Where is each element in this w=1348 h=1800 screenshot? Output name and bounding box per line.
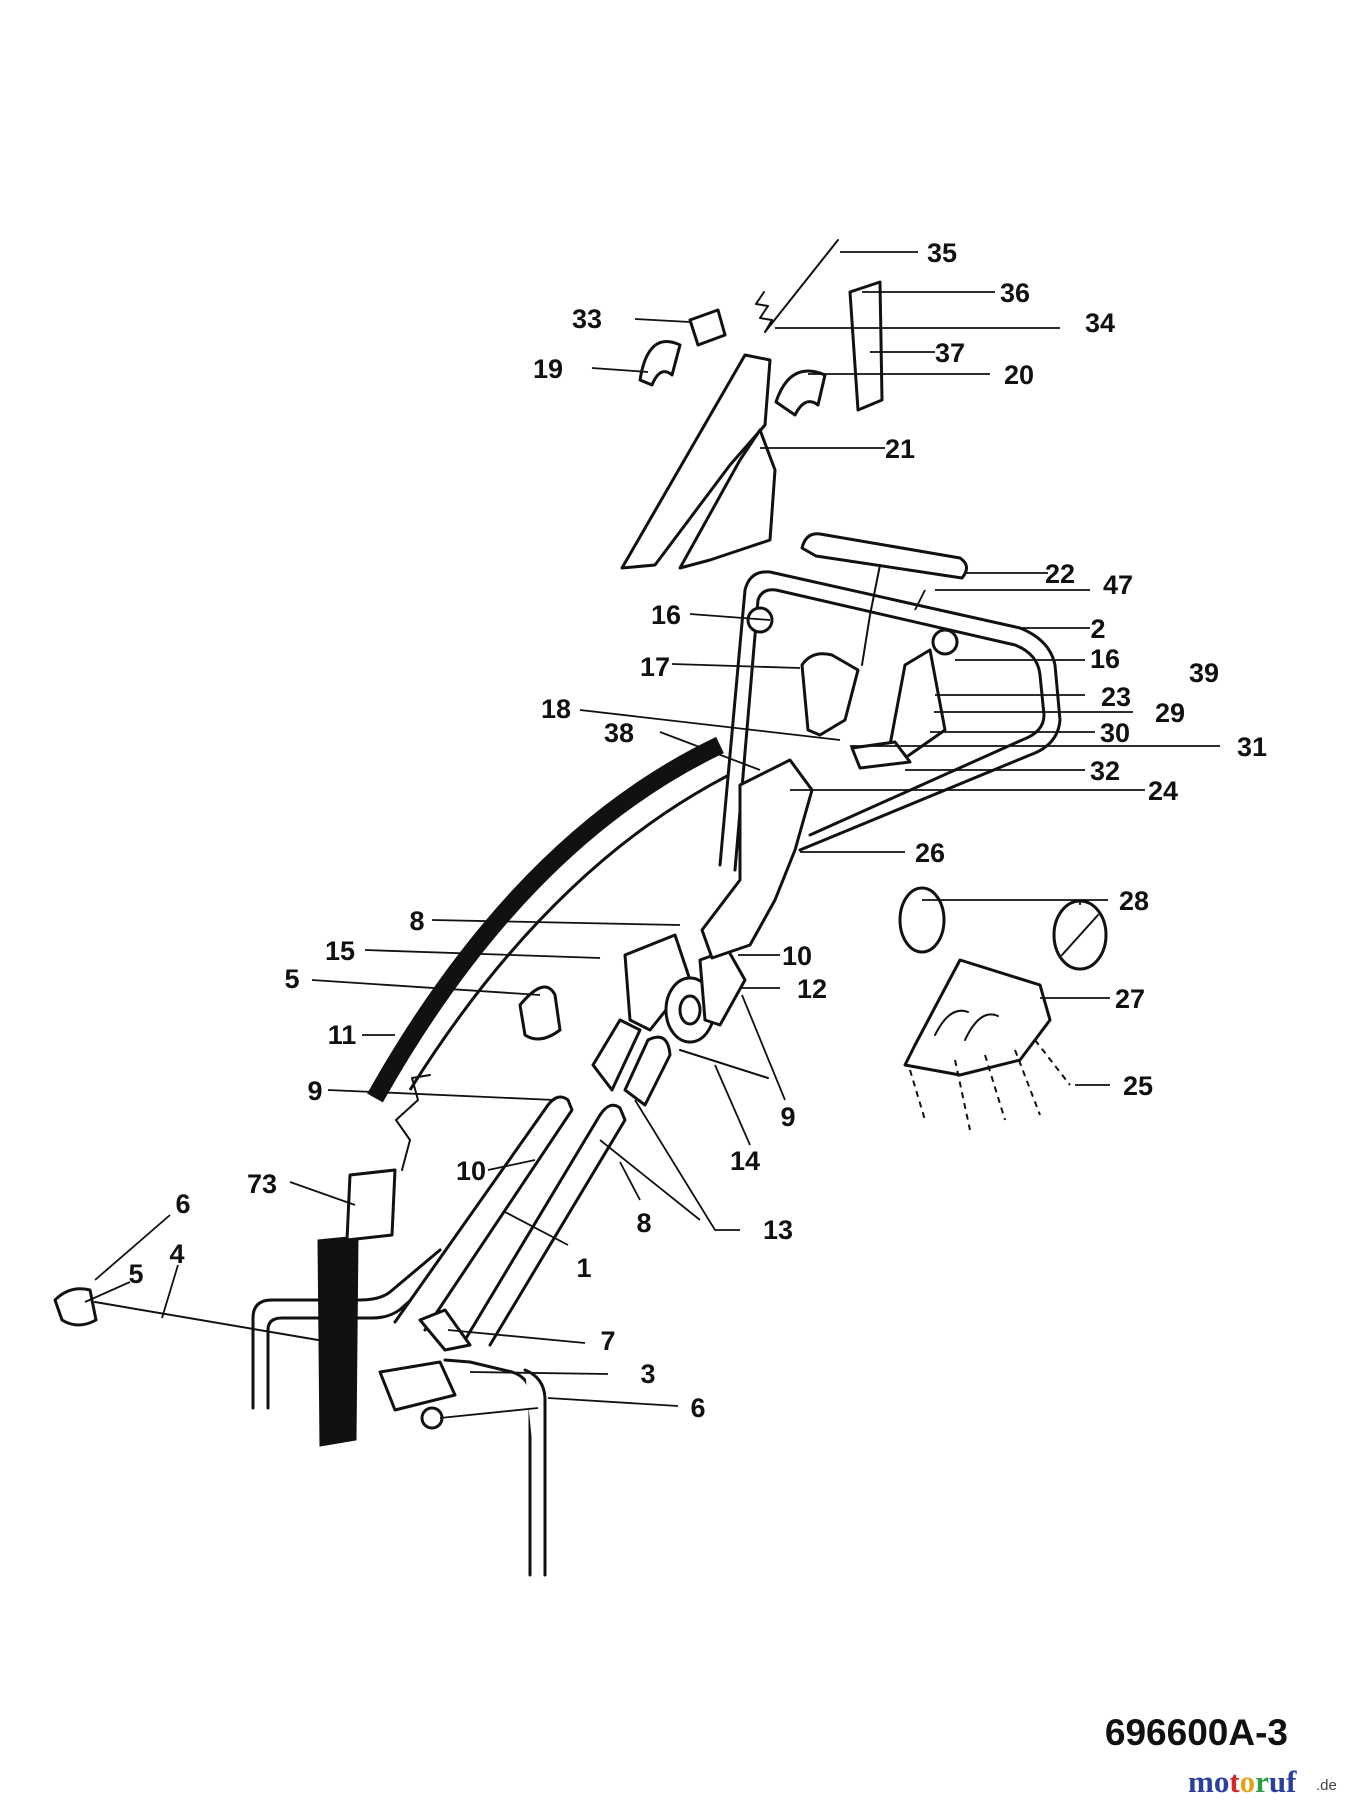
- leader-lines: [84, 251, 1220, 1419]
- callout-31: 31: [1237, 732, 1267, 762]
- brand-suffix: .de: [1316, 1777, 1337, 1794]
- svg-text:motoruf: motoruf: [1188, 1764, 1297, 1799]
- callout-6-bottom: 6: [690, 1393, 705, 1423]
- callout-3: 3: [640, 1359, 655, 1389]
- diagram-reference-number: 696600A-3: [1105, 1712, 1288, 1753]
- callout-21: 21: [885, 434, 915, 464]
- parts-drawing: [53, 239, 1108, 1577]
- callout-5-bottom: 5: [128, 1259, 143, 1289]
- callout-25: 25: [1123, 1071, 1153, 1101]
- callout-13: 13: [763, 1215, 793, 1245]
- callout-29: 29: [1155, 698, 1185, 728]
- callout-47: 47: [1103, 570, 1133, 600]
- callout-6-left: 6: [175, 1189, 190, 1219]
- callout-11: 11: [328, 1020, 357, 1050]
- callout-4: 4: [169, 1239, 184, 1269]
- callout-30: 30: [1100, 718, 1130, 748]
- callout-2: 2: [1090, 614, 1105, 644]
- callout-18: 18: [541, 694, 571, 724]
- callout-32: 32: [1090, 756, 1120, 786]
- callout-labels: 35 36 33 34 37 19 20 21 22 47 16 2 16 17…: [128, 238, 1267, 1423]
- callout-14: 14: [730, 1146, 760, 1176]
- callout-73: 73: [247, 1169, 277, 1199]
- callout-26: 26: [915, 838, 945, 868]
- callout-5-top: 5: [284, 964, 299, 994]
- callout-17: 17: [640, 652, 670, 682]
- callout-27: 27: [1115, 984, 1145, 1014]
- callout-9-top: 9: [307, 1076, 322, 1106]
- callout-34: 34: [1085, 308, 1115, 338]
- callout-38: 38: [604, 718, 634, 748]
- callout-33: 33: [572, 304, 602, 334]
- callout-15: 15: [325, 936, 355, 966]
- callout-7: 7: [600, 1326, 615, 1356]
- callout-9-right: 9: [780, 1102, 795, 1132]
- callout-35: 35: [927, 238, 957, 268]
- callout-20: 20: [1004, 360, 1034, 390]
- callout-24: 24: [1148, 776, 1178, 806]
- brand-logo: motoruf .de: [1188, 1764, 1337, 1799]
- callout-39: 39: [1189, 658, 1219, 688]
- callout-10-bottom: 10: [456, 1156, 486, 1186]
- callout-10-top: 10: [782, 941, 812, 971]
- callout-19: 19: [533, 354, 563, 384]
- callout-16-right: 16: [1090, 644, 1120, 674]
- callout-23: 23: [1101, 682, 1131, 712]
- callout-28: 28: [1119, 886, 1149, 916]
- callout-1: 1: [576, 1253, 591, 1283]
- callout-12: 12: [797, 974, 827, 1004]
- callout-8-bottom: 8: [636, 1208, 651, 1238]
- callout-22: 22: [1045, 559, 1075, 589]
- callout-37: 37: [935, 338, 965, 368]
- callout-36: 36: [1000, 278, 1030, 308]
- callout-16-left: 16: [651, 600, 681, 630]
- callout-8-top: 8: [409, 906, 424, 936]
